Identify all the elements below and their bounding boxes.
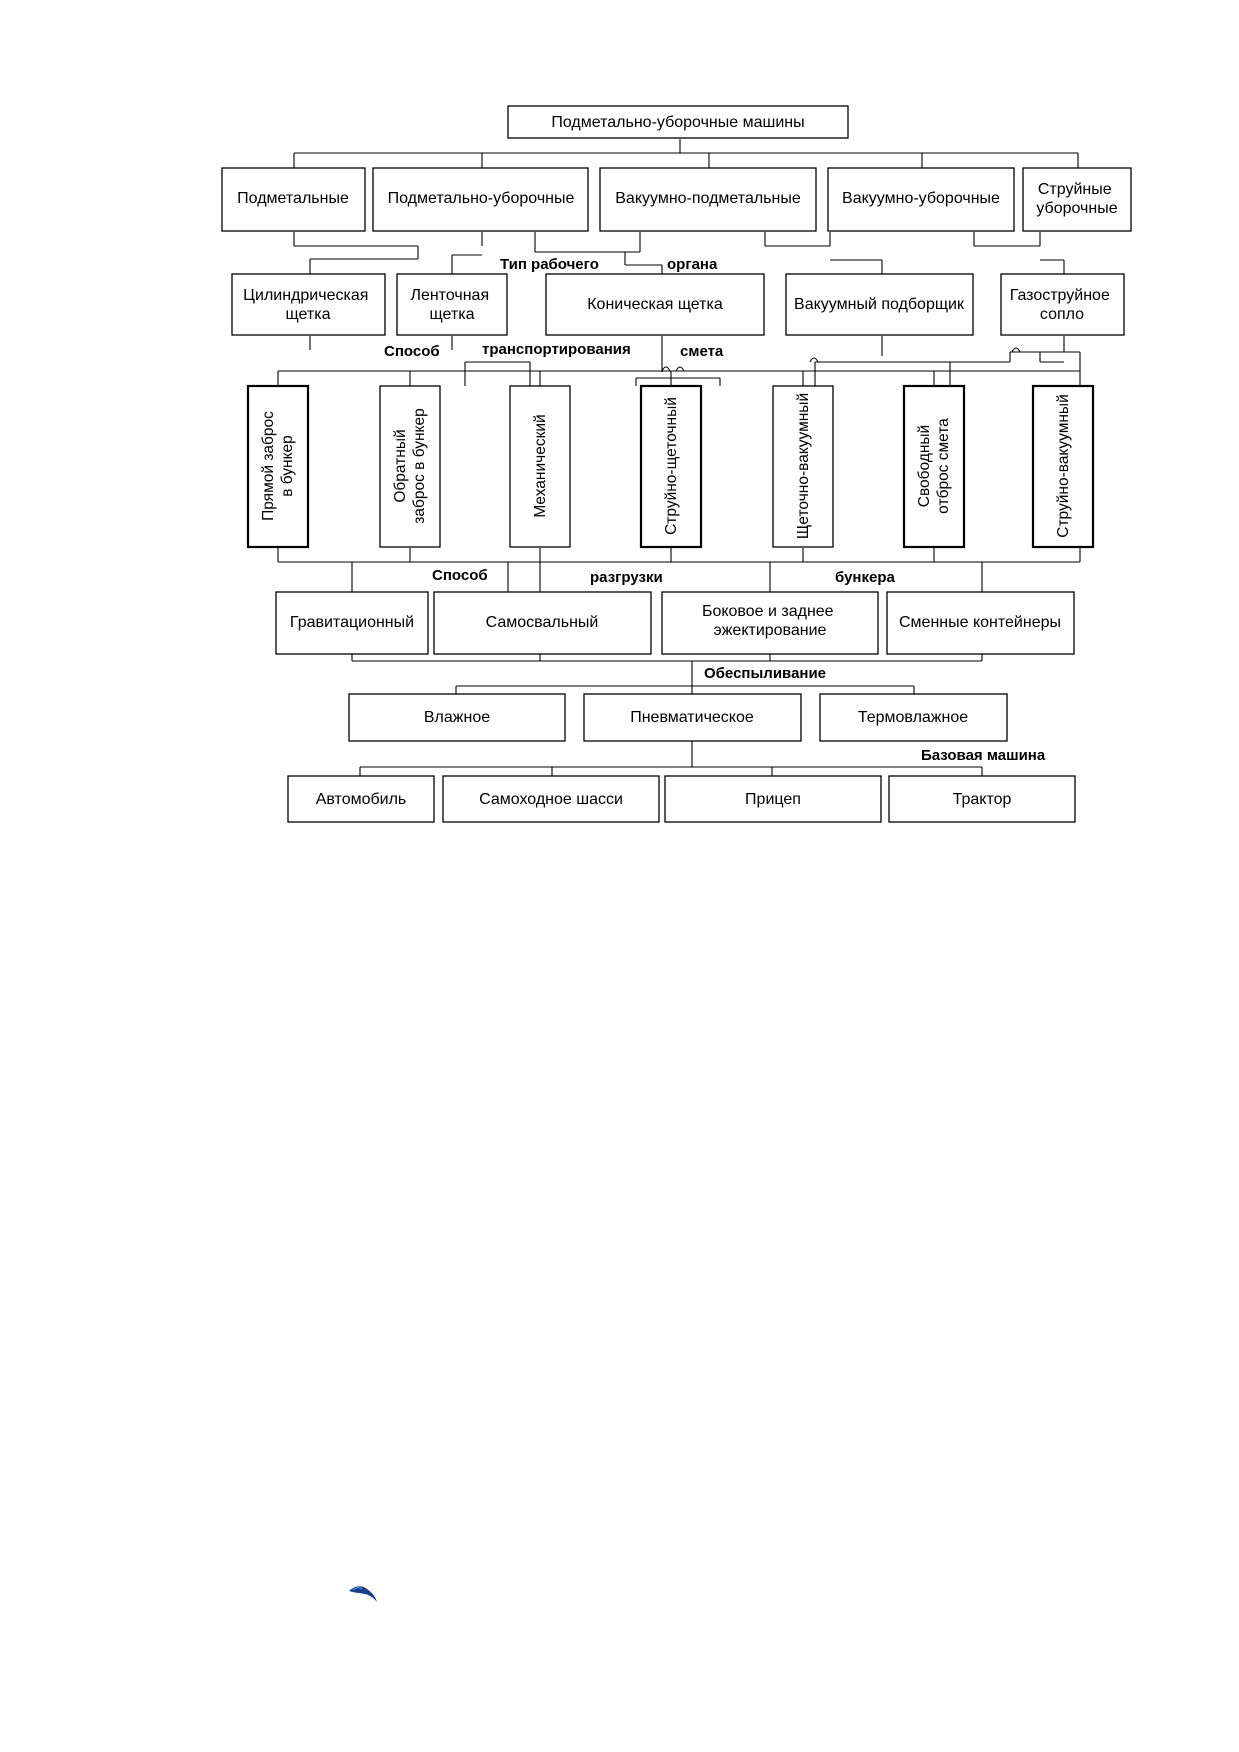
machine-type-sweeping: Подметальные	[237, 190, 349, 207]
connectors	[277, 139, 1081, 776]
working-organ-row: Цилиндрическая щетка Ленточная щетка Кон…	[231, 273, 1125, 336]
dedusting-row: Влажное Пневматическое Термовлажное	[348, 693, 1008, 742]
unloading-dump: Самосвальный	[486, 614, 599, 631]
organ-cylindrical-brush: Цилиндрическая щетка	[243, 287, 373, 323]
unloading-header-1: Способ	[432, 567, 488, 584]
transport-header-2: транспортирования	[482, 341, 631, 358]
machine-types-row: Подметальные Подметально-уборочные Вакуу…	[221, 167, 1132, 232]
dedusting-pneumatic: Пневматическое	[630, 709, 754, 726]
working-organ-header-2: органа	[667, 256, 718, 273]
organ-belt-brush-text: Ленточная	[410, 287, 489, 304]
dedusting-header: Обеспыливание	[704, 665, 826, 682]
machine-type-vacuum-cleaning: Вакуумно-уборочные	[842, 190, 1000, 207]
transport-reverse-throw-line2: заброс в бункер	[411, 408, 428, 524]
base-automobile: Автомобиль	[316, 791, 407, 808]
unloading-header-2: разгрузки	[590, 569, 663, 586]
transport-free-throw-line2: отброс смета	[935, 418, 952, 514]
unloading-gravity: Гравитационный	[290, 614, 414, 631]
organ-cylindrical-brush-text: Цилиндрическая	[243, 287, 368, 304]
base-trailer: Прицеп	[745, 791, 801, 808]
diagram-title: Подметально-уборочные машины	[551, 114, 804, 131]
title-box: Подметально-уборочные машины	[507, 105, 849, 139]
machine-type-sweeping-cleaning: Подметально-уборочные	[388, 190, 575, 207]
transport-reverse-throw-line1: Обратный	[392, 429, 409, 502]
base-machine-row: Автомобиль Самоходное шасси Прицеп Тракт…	[287, 775, 1076, 823]
machine-type-jet-cleaning: Струйные уборочные	[1036, 181, 1117, 217]
organ-gas-jet-nozzle: Газоструйное сопло	[1010, 287, 1115, 323]
unloading-row: Гравитационный Самосвальный Боковое и за…	[275, 591, 1075, 655]
transport-direct-throw-line1: Прямой заброс	[260, 411, 277, 521]
organ-cylindrical-brush-text-line2: щетка	[286, 306, 331, 323]
organ-conical-brush: Коническая щетка	[587, 296, 723, 313]
machine-type-vacuum-sweeping: Вакуумно-подметальные	[615, 190, 801, 207]
unloading-ejection: Боковое и заднее эжектирование	[702, 603, 838, 639]
transport-mechanical: Механический	[532, 414, 549, 517]
transport-brush-vacuum: Щеточно-вакуумный	[795, 393, 812, 539]
transport-header-1: Способ	[384, 343, 440, 360]
organ-belt-brush: Ленточная щетка	[410, 287, 493, 323]
unloading-ejection-text-line2: эжектирование	[714, 622, 827, 639]
organ-vacuum-pickup: Вакуумный подборщик	[794, 296, 965, 313]
organ-gas-jet-nozzle-text: Газоструйное	[1010, 287, 1110, 304]
transport-jet-vacuum: Струйно-вакуумный	[1055, 394, 1072, 537]
transport-header-3: смета	[680, 343, 724, 360]
working-organ-header-1: Тип рабочего	[500, 256, 599, 273]
organ-gas-jet-nozzle-text-line2: сопло	[1040, 306, 1084, 323]
machine-type-jet-cleaning-text: Струйные	[1038, 181, 1112, 198]
unloading-header-3: бункера	[835, 569, 895, 586]
transport-jet-brush: Струйно-щеточный	[663, 397, 680, 535]
base-tractor: Трактор	[953, 791, 1012, 808]
dedusting-thermo-wet: Термовлажное	[858, 709, 968, 726]
organ-belt-brush-text-line2: щетка	[430, 306, 475, 323]
unloading-ejection-text: Боковое и заднее	[702, 603, 834, 620]
unloading-containers: Сменные контейнеры	[899, 614, 1061, 631]
base-machine-header: Базовая машина	[921, 747, 1046, 764]
base-self-propelled-chassis: Самоходное шасси	[479, 791, 623, 808]
organ-vacuum-pickup-text: Вакуумный подборщик	[794, 296, 965, 313]
bird-logo-icon	[349, 1586, 377, 1602]
transport-free-throw-line1: Свободный	[916, 425, 933, 507]
dedusting-wet: Влажное	[424, 709, 490, 726]
transport-direct-throw-line2: в бункер	[279, 435, 296, 497]
machine-type-jet-cleaning-text-line2: уборочные	[1036, 200, 1117, 217]
